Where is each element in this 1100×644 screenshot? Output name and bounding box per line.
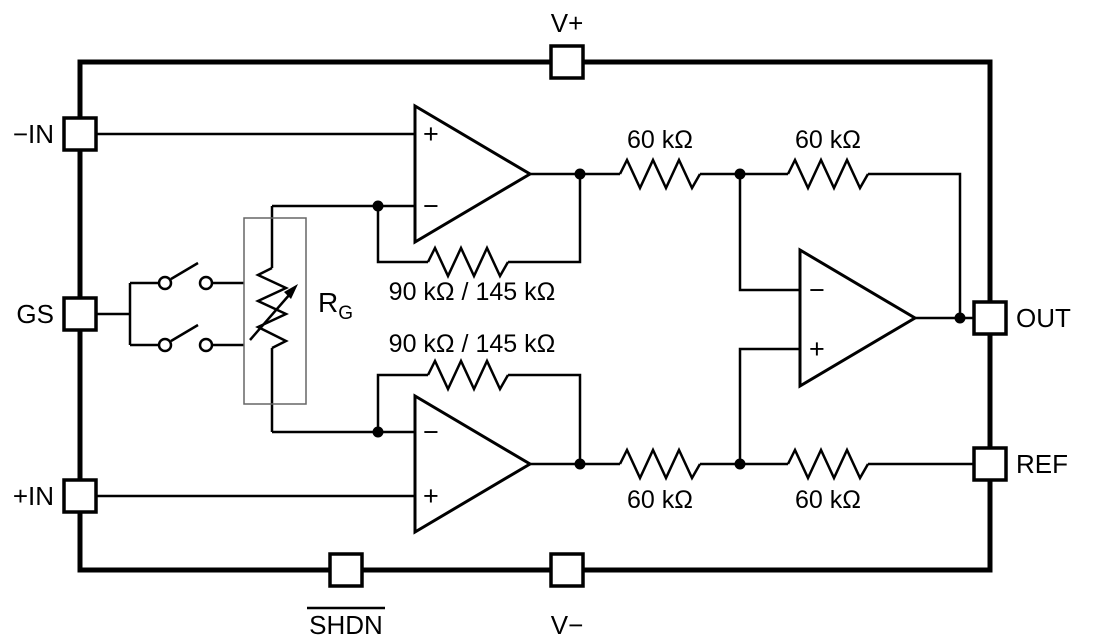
junction-dots: [372, 168, 966, 470]
gain-resistor-block: RG: [243, 217, 353, 405]
gain-resistor-box: [243, 217, 307, 405]
opamp-noninverting-sign: +: [809, 334, 825, 364]
opamp-triangle: [413, 393, 533, 535]
gain-select-switches: [157, 261, 214, 353]
resistor-label: 60 kΩ: [627, 126, 693, 154]
wire-a3-noninverting-branch: [738, 347, 800, 464]
pin-out: OUT: [972, 300, 1071, 336]
switch-bottom-right-contact: [198, 337, 214, 353]
wire-a3-inverting-branch: [738, 174, 800, 292]
pin-label: GS: [16, 299, 54, 329]
opamp-inverting-sign: −: [423, 191, 439, 221]
switch-top-lever: [170, 261, 199, 281]
opamp-a3: − +: [798, 247, 918, 389]
gain-resistor-symbol: R: [318, 287, 338, 318]
pin-square: [549, 44, 585, 80]
pin-square: [62, 296, 98, 332]
junction-dot: [372, 200, 384, 212]
wires: [96, 132, 974, 498]
pin-square: [62, 478, 98, 514]
junction-dot: [574, 168, 586, 180]
gain-resistor-arrow-head: [284, 284, 298, 299]
opamp-triangle: [798, 247, 918, 389]
resistor-zigzag: [426, 358, 510, 392]
switch-bottom-left-contact: [157, 337, 173, 353]
wire-feedback-top-right: [508, 174, 582, 264]
pin-plus-in: +IN: [13, 478, 98, 514]
resistor-label: 90 kΩ / 145 kΩ: [389, 330, 556, 358]
resistor-60k-bottom-left: 60 kΩ: [618, 447, 702, 514]
pin-square: [549, 552, 585, 588]
wire-feedback-bottom-left: [376, 373, 428, 432]
resistor-60k-top-right: 60 kΩ: [786, 126, 870, 191]
pin-label: OUT: [1016, 303, 1071, 333]
opamp-noninverting-sign: +: [423, 119, 439, 149]
resistor-zigzag: [618, 447, 702, 481]
opamp-noninverting-sign: +: [423, 481, 439, 511]
pin-gs: GS: [16, 296, 98, 332]
resistor-zigzag: [786, 157, 870, 191]
pin-square: [62, 116, 98, 152]
resistor-label: 60 kΩ: [795, 126, 861, 154]
junction-dot: [954, 312, 966, 324]
pin-square: [328, 552, 364, 588]
junction-dot: [574, 458, 586, 470]
wire-feedback-top-left: [376, 206, 428, 264]
resistor-label: 90 kΩ / 145 kΩ: [389, 278, 556, 306]
pin-ref: REF: [972, 446, 1068, 482]
pin-label: SHDN: [309, 610, 383, 640]
opamp-a2: − +: [413, 393, 533, 535]
resistor-zigzag: [618, 157, 702, 191]
opamp-inverting-sign: −: [423, 417, 439, 447]
junction-dot: [372, 426, 384, 438]
switch-bottom-lever: [170, 323, 199, 343]
pin-square: [972, 300, 1008, 336]
gain-resistor-subscript: G: [338, 303, 353, 324]
resistor-zigzag: [426, 245, 510, 279]
pin-vminus: V−: [549, 552, 585, 640]
resistor-60k-top-left: 60 kΩ: [618, 126, 702, 191]
pin-shdn: SHDN: [307, 552, 385, 640]
resistor-label: 60 kΩ: [795, 486, 861, 514]
gain-resistor-zigzag: [255, 266, 289, 350]
wire-top-to-out-node: [868, 172, 962, 318]
pin-label: +IN: [13, 481, 54, 511]
pin-square: [972, 446, 1008, 482]
resistor-feedback-top: 90 kΩ / 145 kΩ: [389, 245, 556, 306]
pin-label: V−: [551, 610, 584, 640]
pin-minus-in: −IN: [13, 116, 98, 152]
resistor-label: 60 kΩ: [627, 486, 693, 514]
resistor-zigzag: [786, 447, 870, 481]
pin-label: −IN: [13, 119, 54, 149]
switch-top-right-contact: [198, 275, 214, 291]
wire-feedback-bottom-right: [508, 373, 582, 464]
resistor-feedback-bottom: 90 kΩ / 145 kΩ: [389, 330, 556, 392]
pin-vplus: V+: [549, 8, 585, 80]
opamp-triangle: [413, 103, 533, 245]
pin-label: V+: [551, 8, 584, 38]
junction-dot: [734, 458, 746, 470]
gain-resistor-label: RG: [318, 287, 353, 324]
opamp-inverting-sign: −: [809, 275, 825, 305]
switch-top-left-contact: [157, 275, 173, 291]
pin-label: REF: [1016, 449, 1068, 479]
opamp-a1: + −: [413, 103, 533, 245]
junction-dot: [734, 168, 746, 180]
gain-resistor-arrow-shaft: [249, 293, 291, 341]
resistor-60k-bottom-right: 60 kΩ: [786, 447, 870, 514]
